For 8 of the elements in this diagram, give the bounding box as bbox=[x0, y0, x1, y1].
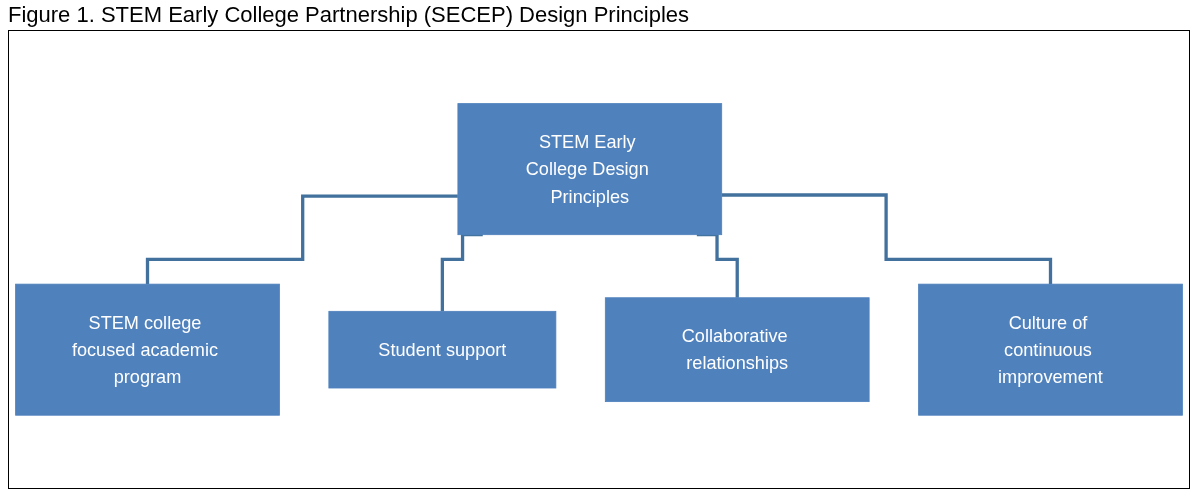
node-box: Student support bbox=[328, 311, 557, 389]
figure-title: Figure 1. STEM Early College Partnership (SECEP) Design Principles bbox=[7, 1, 691, 29]
connector bbox=[145, 194, 458, 286]
node-box: Collaborative relationships bbox=[604, 297, 870, 403]
node-box: STEM Early College Design Principles bbox=[457, 103, 723, 236]
connector bbox=[721, 193, 1053, 286]
node-box: STEM college focused academic program bbox=[15, 283, 280, 416]
node-box: Culture of continuous improvement bbox=[918, 283, 1183, 416]
